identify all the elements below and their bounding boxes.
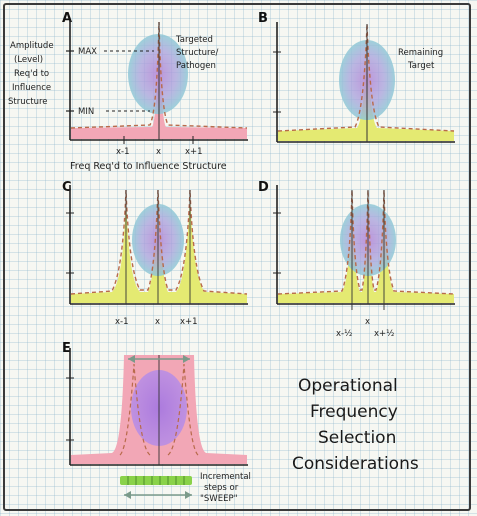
panel-e-sweep-curve-2 [167, 363, 199, 456]
panel-d-tick-x-plus-half: x+½ [374, 329, 394, 339]
panel-a-tick-x: x [156, 147, 161, 157]
panel-d-yellow-response [278, 190, 454, 303]
title-line-2: Frequency [310, 402, 398, 422]
panel-a-x-label: Freq Req'd to Influence Structure [70, 161, 227, 172]
panel-a-y-label-4: Influence [12, 83, 51, 93]
panel-letter-c: C [62, 180, 72, 195]
panel-e: E [62, 341, 251, 504]
panel-a-y-label-5: Structure [8, 97, 48, 107]
title-line-1: Operational [298, 376, 398, 396]
panel-a-target-label-3: Pathogen [176, 61, 216, 71]
panel-b-target-label-1: Remaining [398, 48, 443, 58]
title-line-4: Considerations [292, 454, 419, 474]
panel-e-sweep-arrow-left-head [124, 491, 131, 499]
panel-a-min-label: MIN [78, 107, 94, 117]
panel-e-top-arrow-right-head [183, 355, 190, 363]
panel-a-pathogen-blob [128, 34, 188, 114]
panel-d-tick-x: x [365, 317, 370, 327]
panel-c-tick-x-plus-1: x+1 [180, 317, 198, 327]
panel-a-target-label-1: Targeted [175, 35, 213, 45]
panel-c-tick-x: x [155, 317, 160, 327]
panel-a-y-label-1: Amplitude [10, 41, 54, 51]
panel-letter-e: E [62, 341, 71, 356]
panel-e-legend-3: "SWEEP" [200, 494, 238, 504]
panel-b: B Remaining Target [258, 11, 455, 143]
panel-a-y-label-3: Req'd to [14, 69, 49, 79]
panel-a-max-label: MAX [78, 47, 97, 57]
panel-e-sweep-arrow-right-head [185, 491, 192, 499]
panel-e-sweep-curve-1 [119, 363, 151, 456]
panel-a-y-label-2: (Level) [14, 55, 43, 65]
panel-letter-d: D [258, 180, 269, 195]
panel-c-tick-x-minus-1: x-1 [115, 317, 129, 327]
page-border [3, 3, 471, 511]
panel-d: D x-½ x x+½ [258, 180, 455, 339]
panel-e-legend-2: steps or [204, 483, 239, 493]
panel-letter-a: A [62, 11, 72, 26]
panel-e-top-arrow-left-head [128, 355, 135, 363]
panel-d-tick-x-minus-half: x-½ [336, 329, 352, 339]
panel-a-tick-x-plus-1: x+1 [185, 147, 203, 157]
panel-e-legend-1: Incremental [200, 472, 251, 482]
panel-a-target-label-2: Structure/ [176, 48, 219, 58]
panel-a-tick-x-minus-1: x-1 [116, 147, 130, 157]
panel-b-target-label-2: Target [407, 61, 435, 71]
panel-e-step-bar [120, 476, 192, 485]
panel-letter-b: B [258, 11, 268, 26]
panel-a: A MAX MIN Amplitude (Level) Req'd to Inf… [8, 11, 248, 172]
diagram-title: Operational Frequency Selection Consider… [292, 376, 419, 474]
panel-e-step-marks [127, 476, 185, 485]
title-line-3: Selection [318, 428, 396, 448]
panel-c: C x-1 x x+1 [62, 180, 248, 327]
